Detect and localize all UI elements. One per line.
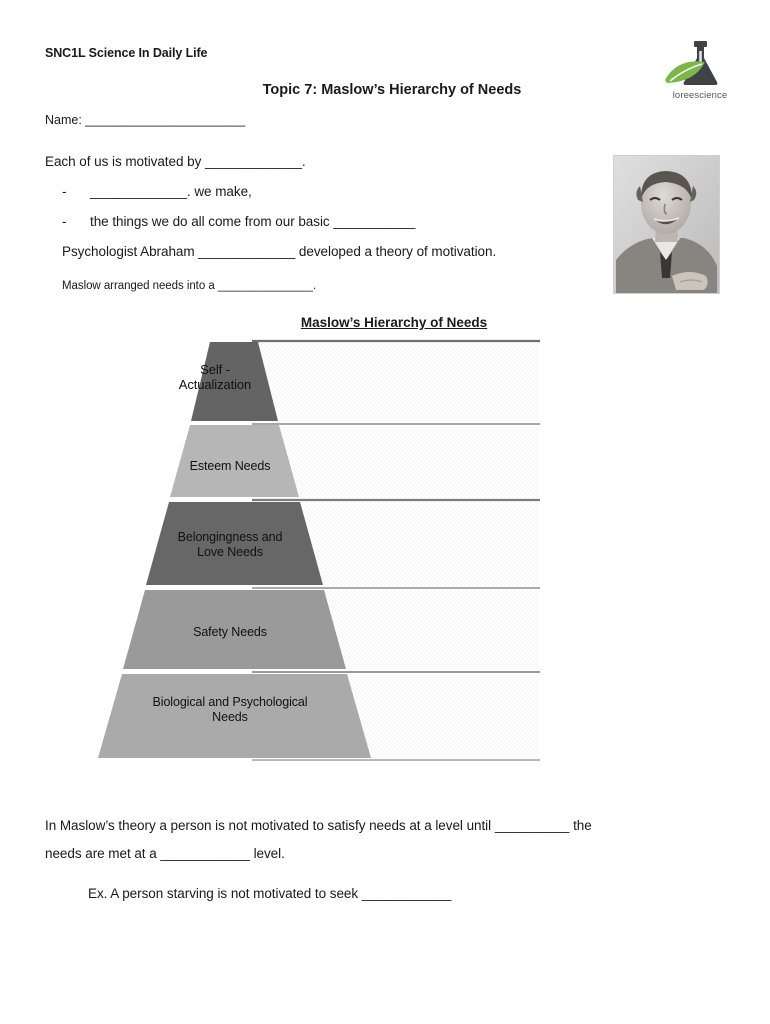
intro-bullet-2-text: the things we do all come from our basic…: [90, 214, 416, 229]
pyramid-tier-4: [123, 590, 346, 669]
pyramid-heading: Maslow’s Hierarchy of Needs: [0, 315, 770, 330]
intro-bullet-1: - _____________. we make,: [62, 184, 252, 199]
pyramid-heading-text: Maslow’s Hierarchy of Needs: [300, 315, 488, 330]
page-title: Topic 7: Maslow’s Hierarchy of Needs: [262, 82, 522, 98]
intro-line-2: Psychologist Abraham _____________ devel…: [62, 244, 497, 259]
intro-line-3: Maslow arranged needs into a ___________…: [62, 280, 317, 292]
footer-line-1: In Maslow’s theory a person is not motiv…: [45, 818, 592, 833]
course-label: SNC1L Science In Daily Life: [45, 46, 208, 60]
maslow-portrait-image: [613, 155, 720, 294]
footer-line-3: Ex. A person starving is not motivated t…: [88, 886, 452, 901]
pyramid-tier-2: [170, 425, 299, 497]
pyramid-tier-5: [98, 674, 371, 758]
intro-bullet-1-text: _____________. we make,: [90, 184, 252, 199]
intro-line-1: Each of us is motivated by _____________…: [45, 154, 306, 169]
name-field-label: Name: _______________________: [45, 113, 246, 127]
intro-bullet-2: - the things we do all come from our basi…: [62, 214, 415, 229]
bullet-marker: -: [62, 214, 67, 229]
pyramid-tier-1: [191, 342, 278, 421]
footer-line-2: needs are met at a ____________ level.: [45, 846, 285, 861]
loreescience-logo: loreescience: [655, 38, 745, 106]
logo-brand-text: loreescience: [672, 90, 728, 101]
maslow-pyramid-diagram: [40, 336, 555, 768]
bullet-marker: -: [62, 184, 67, 199]
flask-icon: [665, 41, 718, 85]
pyramid-tier-3: [146, 502, 323, 585]
